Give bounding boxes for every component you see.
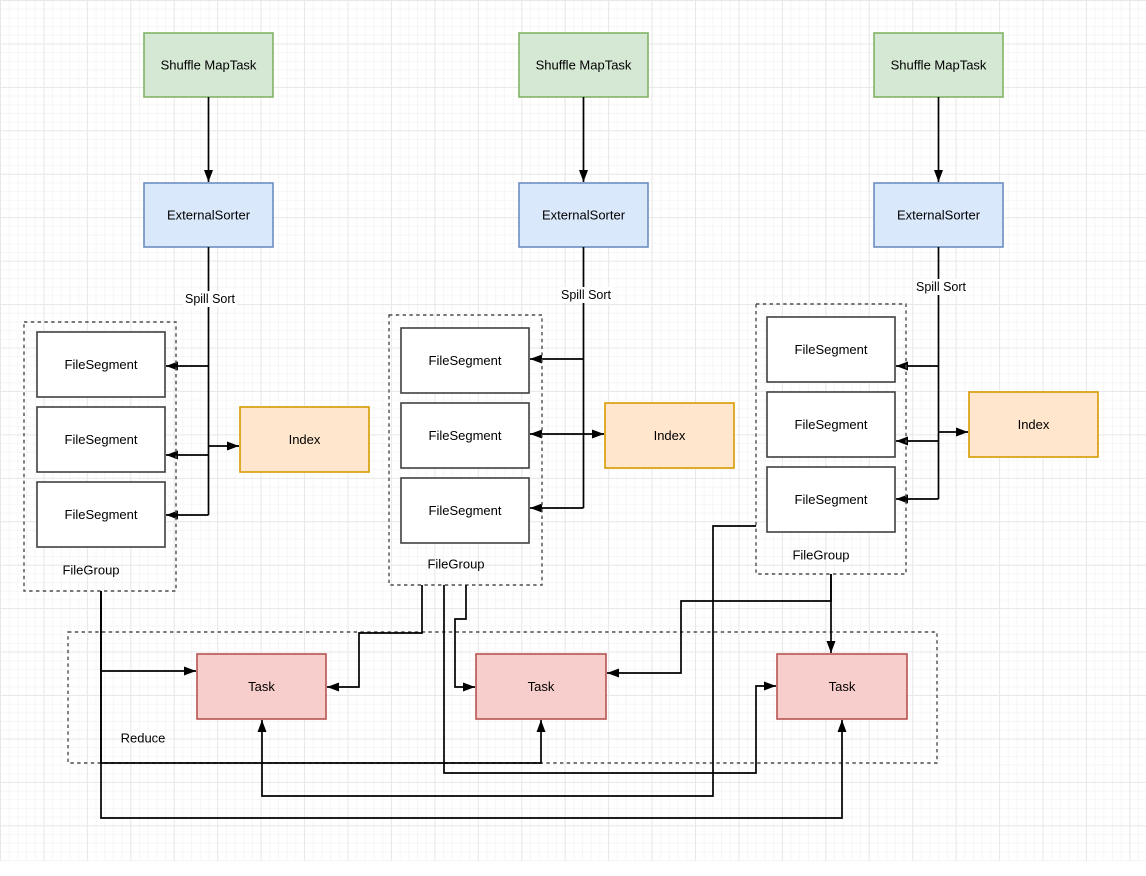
file-segment-box-2-2[interactable]: [400, 402, 530, 469]
spill-label-bg-3: [914, 279, 968, 295]
file-segment-label-3-2: FileSegment: [795, 417, 868, 432]
file-group-box-1[interactable]: [23, 321, 177, 592]
file-segment-box-1-3[interactable]: [36, 481, 166, 548]
file-segment-node-3-1[interactable]: FileSegment: [766, 316, 896, 383]
spill-edge-1[interactable]: Spill Sort: [166, 247, 239, 520]
file-group-label-3: FileGroup: [792, 548, 849, 563]
file-segment-node-1-1[interactable]: FileSegment: [36, 331, 166, 398]
edge-filegroup1-task1[interactable]: [100, 591, 196, 676]
index-box-1[interactable]: [239, 406, 370, 473]
sorter-label-3: ExternalSorter: [897, 208, 981, 223]
file-segment-label-3-1: FileSegment: [795, 342, 868, 357]
file-segment-label-1-2: FileSegment: [65, 432, 138, 447]
file-segment-box-1-2[interactable]: [36, 406, 166, 473]
edge-filegroup2-task3[interactable]: [443, 585, 776, 774]
spill-label-bg-1: [183, 291, 237, 307]
task-box-2[interactable]: [475, 653, 607, 720]
file-segment-label-2-3: FileSegment: [429, 503, 502, 518]
index-label-3: Index: [1018, 417, 1050, 432]
file-segment-box-2-3[interactable]: [400, 477, 530, 544]
spill-label-2[interactable]: Spill Sort: [561, 288, 612, 302]
sorter-node-2[interactable]: ExternalSorter: [518, 182, 649, 248]
edge-filegroup2-task1[interactable]: [327, 585, 423, 692]
file-segment-node-2-1[interactable]: FileSegment: [400, 327, 530, 394]
reduce-group-node[interactable]: Reduce: [67, 631, 938, 764]
file-segment-node-3-2[interactable]: FileSegment: [766, 391, 896, 458]
file-group-node-3[interactable]: FileGroup: [755, 303, 907, 575]
file-group-label-1: FileGroup: [62, 563, 119, 578]
file-group-node-1[interactable]: FileGroup: [23, 321, 177, 592]
file-segment-node-1-2[interactable]: FileSegment: [36, 406, 166, 473]
map-task-node-3[interactable]: Shuffle MapTask: [873, 32, 1004, 98]
map-task-node-1[interactable]: Shuffle MapTask: [143, 32, 274, 98]
index-label-1: Index: [289, 432, 321, 447]
task-node-3[interactable]: Task: [776, 653, 908, 720]
file-segment-label-1-1: FileSegment: [65, 357, 138, 372]
file-segment-box-3-2[interactable]: [766, 391, 896, 458]
sorter-node-1[interactable]: ExternalSorter: [143, 182, 274, 248]
task-label-2: Task: [528, 679, 555, 694]
file-segment-label-2-2: FileSegment: [429, 428, 502, 443]
index-box-3[interactable]: [968, 391, 1099, 458]
file-segment-node-2-2[interactable]: FileSegment: [400, 402, 530, 469]
reduce-group-label: Reduce: [121, 731, 166, 746]
file-segment-box-2-1[interactable]: [400, 327, 530, 394]
index-box-2[interactable]: [604, 402, 735, 469]
file-segment-box-1-1[interactable]: [36, 331, 166, 398]
index-node-2[interactable]: Index: [604, 402, 735, 469]
sorter-box-1[interactable]: [143, 182, 274, 248]
file-segment-label-2-1: FileSegment: [429, 353, 502, 368]
edge-filegroup3-task1[interactable]: [257, 525, 756, 797]
spill-label-bg-2: [559, 287, 613, 303]
sorter-node-3[interactable]: ExternalSorter: [873, 182, 1004, 248]
task-node-1[interactable]: Task: [196, 653, 327, 720]
file-segment-node-3-3[interactable]: FileSegment: [766, 466, 896, 533]
index-node-3[interactable]: Index: [968, 391, 1099, 458]
spill-edge-3[interactable]: Spill Sort: [896, 247, 968, 504]
spill-label-3[interactable]: Spill Sort: [916, 280, 967, 294]
task-label-1: Task: [248, 679, 275, 694]
task-box-1[interactable]: [196, 653, 327, 720]
sorter-label-2: ExternalSorter: [542, 208, 626, 223]
file-segment-box-3-3[interactable]: [766, 466, 896, 533]
reduce-group-box[interactable]: [67, 631, 938, 764]
file-segment-box-3-1[interactable]: [766, 316, 896, 383]
edge-filegroup2-task2[interactable]: [454, 585, 475, 692]
spill-label-1[interactable]: Spill Sort: [185, 292, 236, 306]
spill-edge-2[interactable]: Spill Sort: [530, 247, 613, 513]
sorter-box-3[interactable]: [873, 182, 1004, 248]
map-task-node-2[interactable]: Shuffle MapTask: [518, 32, 649, 98]
file-segment-label-3-3: FileSegment: [795, 492, 868, 507]
file-group-box-3[interactable]: [755, 303, 907, 575]
file-segment-node-2-3[interactable]: FileSegment: [400, 477, 530, 544]
file-segment-label-1-3: FileSegment: [65, 507, 138, 522]
map-task-label-3: Shuffle MapTask: [891, 58, 987, 73]
file-group-label-2: FileGroup: [427, 557, 484, 572]
task-node-2[interactable]: Task: [475, 653, 607, 720]
index-node-1[interactable]: Index: [239, 406, 370, 473]
map-task-label-1: Shuffle MapTask: [161, 58, 257, 73]
task-label-3: Task: [829, 679, 856, 694]
task-box-3[interactable]: [776, 653, 908, 720]
map-task-box-3[interactable]: [873, 32, 1004, 98]
map-task-label-2: Shuffle MapTask: [536, 58, 632, 73]
edge-filegroup1-task3[interactable]: [100, 591, 847, 819]
sorter-label-1: ExternalSorter: [167, 208, 251, 223]
file-segment-node-1-3[interactable]: FileSegment: [36, 481, 166, 548]
index-label-2: Index: [654, 428, 686, 443]
